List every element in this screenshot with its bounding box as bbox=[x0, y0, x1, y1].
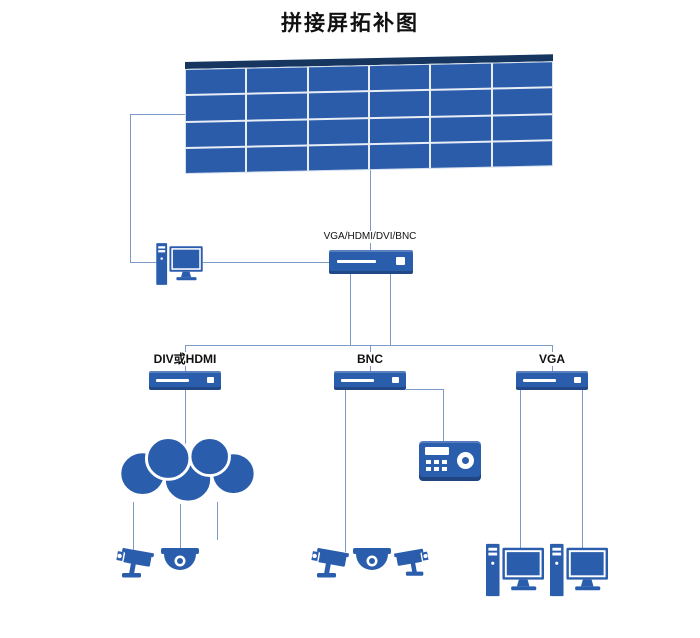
desktop-computer-icon bbox=[486, 540, 544, 600]
processor-slot bbox=[337, 260, 377, 264]
wall-cell bbox=[431, 142, 491, 168]
connector-line bbox=[520, 390, 521, 548]
wall-cell bbox=[492, 114, 552, 141]
wall-cell bbox=[186, 94, 246, 121]
wall-cell bbox=[308, 66, 368, 92]
connector-line bbox=[185, 390, 186, 448]
wall-cell bbox=[431, 63, 491, 90]
connector-line bbox=[130, 114, 131, 263]
connector-line bbox=[582, 390, 583, 548]
decoder-slot bbox=[156, 378, 190, 382]
connector-line bbox=[370, 170, 371, 252]
decoder-left bbox=[149, 371, 221, 390]
processor-label: VGA/HDMI/DVI/BNC bbox=[295, 231, 445, 243]
wall-cell bbox=[247, 93, 307, 120]
decoder-left-label: DIV或HDMI bbox=[135, 352, 235, 367]
video-wall-grid bbox=[185, 61, 553, 174]
wall-cell bbox=[369, 143, 430, 170]
decoder-middle-label: BNC bbox=[320, 352, 420, 367]
connector-line bbox=[443, 389, 444, 441]
desktop-computer-icon bbox=[550, 540, 608, 600]
decoder-slot bbox=[341, 378, 375, 382]
connector-line bbox=[350, 274, 351, 345]
wall-cell bbox=[369, 117, 430, 143]
connector-line bbox=[390, 274, 391, 345]
dome-camera-icon bbox=[160, 547, 200, 573]
keyboard-joystick-icon bbox=[457, 452, 474, 469]
wall-cell bbox=[308, 92, 368, 118]
wall-cell bbox=[308, 144, 368, 171]
connector-line bbox=[203, 262, 329, 263]
connector-line bbox=[345, 390, 346, 552]
bullet-camera-icon bbox=[394, 545, 438, 580]
video-wall bbox=[185, 54, 553, 174]
connector-line bbox=[406, 389, 443, 390]
keyboard-keys bbox=[426, 460, 431, 464]
decoder-middle bbox=[334, 371, 406, 390]
connector-line bbox=[185, 345, 552, 346]
wall-cell bbox=[492, 88, 552, 115]
wall-cell bbox=[492, 141, 552, 167]
dome-camera-icon bbox=[352, 547, 392, 573]
wall-cell bbox=[308, 118, 368, 145]
connector-line bbox=[180, 504, 181, 550]
wall-cell bbox=[186, 68, 246, 95]
connector-line bbox=[133, 502, 134, 550]
decoder-port bbox=[391, 376, 399, 383]
wall-cell bbox=[492, 62, 552, 88]
decoder-port bbox=[573, 376, 581, 383]
bullet-camera-icon bbox=[106, 544, 154, 582]
connector-line bbox=[217, 502, 218, 540]
wall-cell bbox=[431, 116, 491, 142]
workstation-pc-icon bbox=[156, 240, 203, 288]
connector-line bbox=[130, 114, 186, 115]
wall-cell bbox=[369, 91, 430, 117]
page-title: 拼接屏拓补图 bbox=[281, 12, 419, 35]
wall-cell bbox=[186, 147, 246, 173]
wall-cell bbox=[247, 146, 307, 172]
control-keyboard bbox=[419, 441, 481, 481]
wall-cell bbox=[369, 64, 430, 91]
decoder-right-label: VGA bbox=[502, 352, 602, 367]
keyboard-screen bbox=[425, 447, 449, 455]
wall-cell bbox=[431, 89, 491, 116]
connector-line bbox=[130, 262, 160, 263]
wall-cell bbox=[186, 121, 246, 147]
bullet-camera-icon bbox=[301, 544, 349, 582]
decoder-slot bbox=[523, 378, 557, 382]
wall-cell bbox=[247, 67, 307, 93]
processor-port bbox=[395, 257, 405, 266]
decoder-port bbox=[206, 376, 214, 383]
network-cloud-icon bbox=[118, 436, 257, 504]
wall-cell bbox=[247, 119, 307, 146]
decoder-right bbox=[516, 371, 588, 390]
video-processor bbox=[329, 250, 413, 274]
